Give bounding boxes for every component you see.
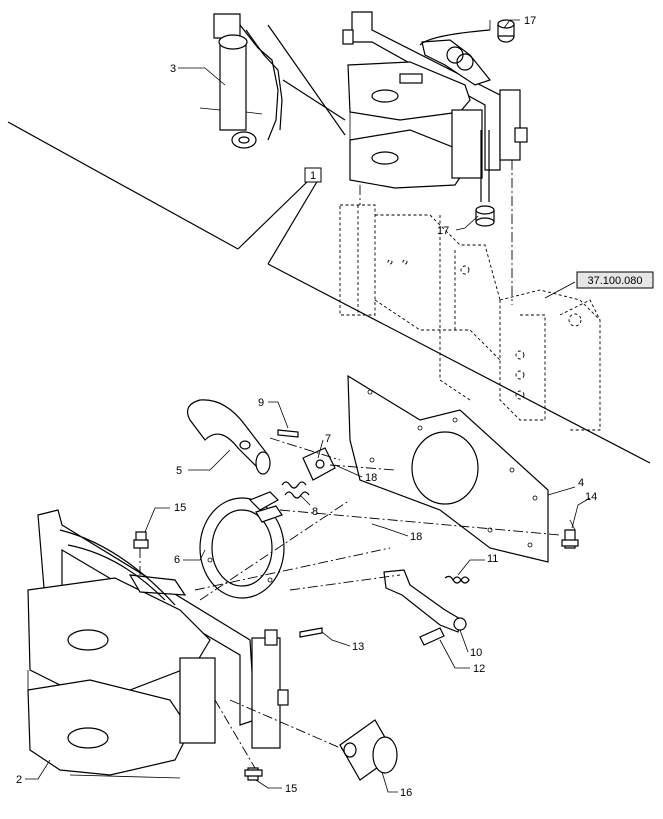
hitch-pin bbox=[339, 719, 398, 781]
reference-37-100-080[interactable]: 37.100.080 bbox=[576, 271, 654, 289]
latch-block bbox=[302, 447, 336, 481]
reference-text[interactable]: 37.100.080 bbox=[587, 275, 642, 287]
label-17-upper: 17 bbox=[524, 15, 536, 27]
label-3: 3 bbox=[170, 63, 176, 75]
label-18-upper: 18 bbox=[365, 472, 377, 484]
label-6: 6 bbox=[174, 554, 180, 566]
label-10: 10 bbox=[470, 647, 482, 659]
label-16: 16 bbox=[400, 787, 412, 799]
part-labels: 3 17 17 9 7 5 18 4 14 8 15 18 6 11 13 10… bbox=[16, 15, 597, 799]
grease-fitting-lower bbox=[244, 767, 263, 781]
section-lines bbox=[7, 24, 651, 464]
coupling-hook bbox=[187, 399, 271, 475]
label-9: 9 bbox=[258, 397, 264, 409]
callout-1: 1 bbox=[304, 167, 322, 183]
label-13: 13 bbox=[352, 641, 364, 653]
callout-1-text: 1 bbox=[310, 170, 316, 182]
label-11: 11 bbox=[487, 553, 498, 565]
plate-bolt bbox=[561, 519, 579, 549]
label-2: 2 bbox=[16, 774, 22, 786]
grease-cap-lower bbox=[475, 205, 495, 227]
tractor-frame-outline bbox=[339, 204, 601, 431]
label-8: 8 bbox=[312, 506, 318, 518]
lever-spring bbox=[444, 575, 470, 584]
label-14: 14 bbox=[585, 491, 597, 503]
leader-lines bbox=[25, 19, 591, 793]
lower-assembly-centerlines bbox=[139, 437, 561, 769]
lower-hitch-body bbox=[27, 509, 289, 779]
grease-fitting-upper bbox=[133, 531, 149, 549]
upper-assembly-centerlines bbox=[359, 160, 513, 305]
label-15-lower: 15 bbox=[285, 783, 297, 795]
label-5: 5 bbox=[176, 465, 182, 477]
label-12: 12 bbox=[473, 663, 485, 675]
springs bbox=[281, 481, 310, 499]
roll-pin bbox=[299, 627, 323, 638]
release-lever bbox=[383, 569, 467, 633]
label-7: 7 bbox=[325, 433, 331, 445]
mounting-plate bbox=[347, 374, 549, 563]
upper-hitch-assembly bbox=[342, 11, 528, 189]
pin-with-chain bbox=[199, 13, 283, 149]
label-18-lower: 18 bbox=[410, 531, 422, 543]
label-4: 4 bbox=[578, 477, 584, 489]
label-17-lower: 17 bbox=[437, 225, 449, 237]
grease-cap-upper bbox=[497, 19, 515, 43]
small-pin bbox=[277, 429, 299, 438]
label-15-upper: 15 bbox=[174, 502, 186, 514]
lever-pin bbox=[419, 627, 445, 646]
locking-ring bbox=[199, 491, 285, 599]
